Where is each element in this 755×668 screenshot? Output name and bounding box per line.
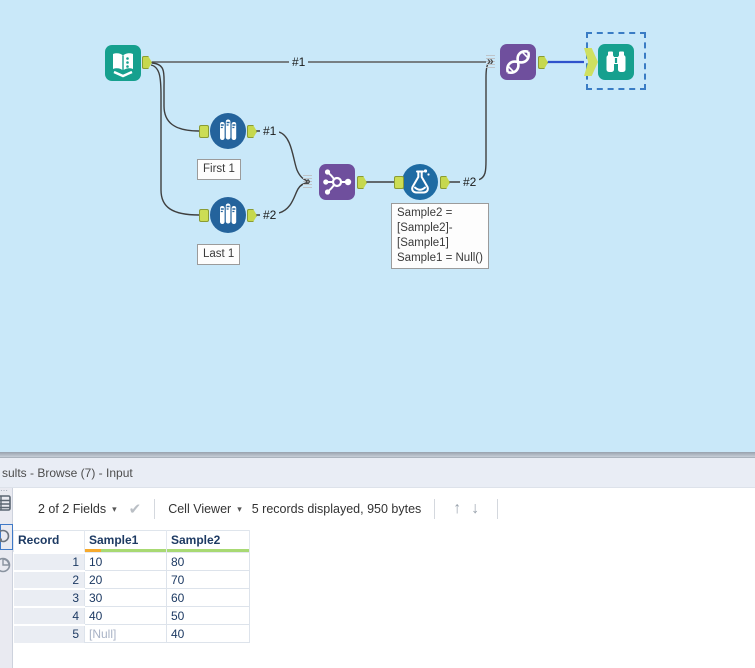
cell-viewer-dropdown[interactable]: Cell Viewer ▾ <box>168 502 242 516</box>
panel-splitter[interactable] <box>0 452 755 458</box>
sample-last-output-anchor[interactable] <box>247 209 257 222</box>
connection-input-sample-last[interactable] <box>150 64 200 216</box>
workflow-canvas[interactable]: #1 #1 #2 #2 First 1 <box>0 0 755 452</box>
toolbar-separator <box>154 499 156 519</box>
results-toolbar: 2 of 2 Fields ▾ ✔ Cell Viewer ▾ 5 record… <box>13 488 755 530</box>
formula-output-anchor[interactable] <box>440 176 450 189</box>
join-multiple-input-anchor[interactable]: » <box>303 174 312 188</box>
browse-selection-box <box>586 32 646 90</box>
column-header-sample2[interactable]: Sample2 <box>166 530 250 553</box>
formula-input-anchor[interactable] <box>394 176 404 189</box>
union-output-anchor[interactable] <box>538 56 548 69</box>
records-info: 5 records displayed, 950 bytes <box>251 502 422 516</box>
data-cell: 10 <box>84 552 167 571</box>
join-multiple-icon <box>319 164 355 200</box>
profile-view-icon[interactable] <box>0 528 12 546</box>
column-header-label: Sample2 <box>171 533 221 547</box>
connection-sample-first-join[interactable] <box>256 130 309 182</box>
results-body: ⋯ 2 of 2 Fields ▾ ✔ Cell Viewer ▾ <box>0 486 755 668</box>
cell-viewer-label: Cell Viewer <box>168 502 232 516</box>
toolbar-separator <box>497 499 499 519</box>
results-icon-strip: ⋯ <box>0 486 13 668</box>
annotation-formula[interactable]: Sample2 = [Sample2]- [Sample1] Sample1 =… <box>391 203 489 269</box>
formula-tool[interactable] <box>402 164 438 205</box>
browse-input-anchor[interactable] <box>584 48 598 76</box>
annotation-line: [Sample2]- <box>397 222 453 234</box>
connection-formula-union[interactable] <box>449 62 490 183</box>
data-cell: 20 <box>84 570 167 589</box>
annotation-sample-first[interactable]: First 1 <box>197 159 241 180</box>
quality-bar-sample1 <box>85 549 166 552</box>
table-row: 1 10 80 <box>13 551 250 571</box>
arrow-up-icon[interactable]: ↑ <box>453 500 462 517</box>
table-row: 2 20 70 <box>13 569 250 589</box>
data-cell: 40 <box>166 624 250 643</box>
connection-label: #2 <box>260 208 280 222</box>
data-cell: 80 <box>166 552 250 571</box>
fields-dropdown-label: 2 of 2 Fields <box>38 502 107 516</box>
table-row: 4 40 50 <box>13 605 250 625</box>
annotation-line: Sample1 = Null() <box>397 252 483 264</box>
record-number-cell: 4 <box>13 605 85 625</box>
chevron-down-icon: ▾ <box>237 503 242 514</box>
toolbar-separator <box>434 499 436 519</box>
quality-bar-sample2 <box>167 549 249 552</box>
input-data-tool[interactable] <box>105 45 141 86</box>
results-content: 2 of 2 Fields ▾ ✔ Cell Viewer ▾ 5 record… <box>13 488 755 668</box>
record-number-cell: 1 <box>13 551 85 571</box>
results-table: Record Sample1 Sample2 1 10 80 <box>13 530 250 643</box>
data-cell: 40 <box>84 606 167 625</box>
data-cell: 60 <box>166 588 250 607</box>
report-view-icon[interactable] <box>0 556 12 574</box>
fields-dropdown[interactable]: 2 of 2 Fields ▾ <box>38 502 117 516</box>
union-dna-icon <box>500 44 536 80</box>
table-header-row: Record Sample1 Sample2 <box>13 530 250 553</box>
connection-input-sample-first[interactable] <box>151 62 200 132</box>
sample-first-input-anchor[interactable] <box>199 125 209 138</box>
union-tool[interactable] <box>500 44 536 85</box>
data-cell: 30 <box>84 588 167 607</box>
annotation-line: Sample2 = <box>397 207 453 219</box>
table-view-icon[interactable] <box>0 494 12 512</box>
data-cell: 70 <box>166 570 250 589</box>
column-header-label: Sample1 <box>89 533 139 547</box>
input-output-anchor[interactable] <box>142 56 152 69</box>
formula-icon <box>402 164 438 200</box>
record-number-cell: 5 <box>13 623 85 643</box>
annotation-sample-last[interactable]: Last 1 <box>197 244 241 265</box>
strip-drag-dots: ⋯ <box>0 486 9 495</box>
join-multiple-output-anchor[interactable] <box>357 176 367 189</box>
chevron-down-icon: ▾ <box>112 503 117 514</box>
connection-label: #1 <box>289 55 309 69</box>
sample-first-tool[interactable] <box>210 113 246 154</box>
annotation-line: [Sample1] <box>397 237 449 249</box>
sample-icon <box>210 113 246 149</box>
table-row: 5 [Null] 40 <box>13 623 250 643</box>
record-number-cell: 3 <box>13 587 85 607</box>
profile-view-selected-box <box>0 524 13 550</box>
union-input-anchor[interactable]: » <box>486 54 495 68</box>
arrow-down-icon[interactable]: ↓ <box>471 500 480 517</box>
sample-icon <box>210 197 246 233</box>
browse-tool[interactable] <box>598 44 634 85</box>
column-header-sample1[interactable]: Sample1 <box>84 530 167 553</box>
connection-label: #2 <box>460 175 480 189</box>
apply-check-icon[interactable]: ✔ <box>128 501 142 518</box>
data-cell: 50 <box>166 606 250 625</box>
sample-last-tool[interactable] <box>210 197 246 238</box>
results-panel-title: sults - Browse (7) - Input <box>0 458 755 488</box>
browse-binoculars-icon <box>598 44 634 80</box>
connection-label: #1 <box>260 124 280 138</box>
input-data-icon <box>105 45 141 81</box>
data-cell-null: [Null] <box>84 624 167 643</box>
sample-last-input-anchor[interactable] <box>199 209 209 222</box>
join-multiple-tool[interactable] <box>319 164 355 205</box>
column-header-record[interactable]: Record <box>13 530 85 553</box>
record-number-cell: 2 <box>13 569 85 589</box>
table-row: 3 30 60 <box>13 587 250 607</box>
sample-first-output-anchor[interactable] <box>247 125 257 138</box>
